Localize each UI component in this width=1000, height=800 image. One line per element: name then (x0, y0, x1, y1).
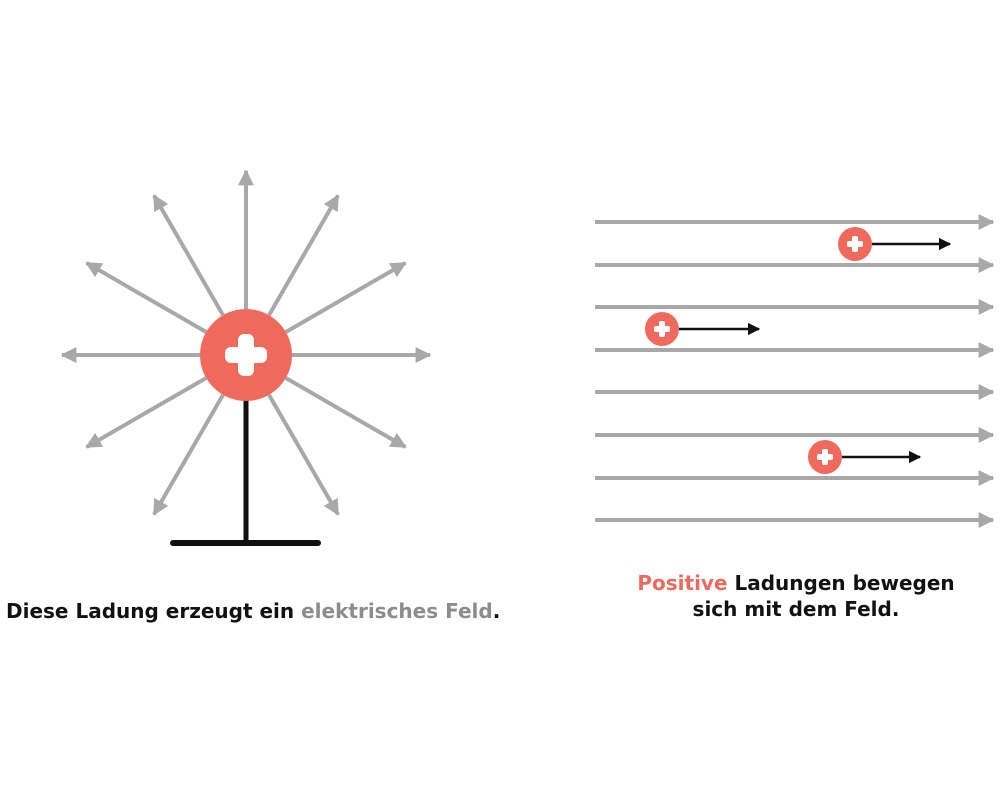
plus-icon (654, 321, 670, 337)
radial-field-line-2 (284, 261, 407, 334)
left-caption-end: . (492, 599, 501, 623)
right-panel-uniform-field (595, 214, 995, 528)
left-caption: Diese Ladung erzeugt ein elektrisches Fe… (6, 598, 500, 624)
right-caption-line-2: sich mit dem Feld. (692, 597, 900, 621)
plus-icon (817, 449, 833, 465)
left-caption-highlight: elektrisches Feld (301, 599, 493, 623)
plus-icon (225, 334, 267, 376)
moving-charge-3 (808, 440, 922, 474)
moving-charge-1 (838, 227, 952, 261)
radial-field-lines (60, 169, 432, 516)
radial-field-line-3 (267, 194, 340, 317)
charge-stand (170, 395, 321, 546)
radial-field-line-8 (85, 376, 208, 449)
source-charge (200, 309, 292, 401)
left-caption-text: Diese Ladung erzeugt ein (6, 599, 302, 623)
right-caption: Positive Ladungen bewegen sich mit dem F… (596, 570, 996, 622)
uniform-field-lines (595, 214, 995, 528)
radial-field-line-6 (85, 261, 208, 334)
radial-field-line-10 (267, 393, 340, 516)
radial-field-line-11 (284, 376, 407, 449)
moving-charge-2 (645, 312, 761, 346)
left-panel-point-charge (60, 169, 432, 546)
plus-icon (847, 236, 863, 252)
radial-field-line-5 (152, 194, 225, 317)
right-caption-highlight: Positive (637, 571, 728, 595)
radial-field-line-9 (152, 393, 225, 516)
right-caption-line-1-rest: Ladungen bewegen (727, 571, 955, 595)
right-caption-line-1: Positive Ladungen bewegen (596, 570, 996, 596)
